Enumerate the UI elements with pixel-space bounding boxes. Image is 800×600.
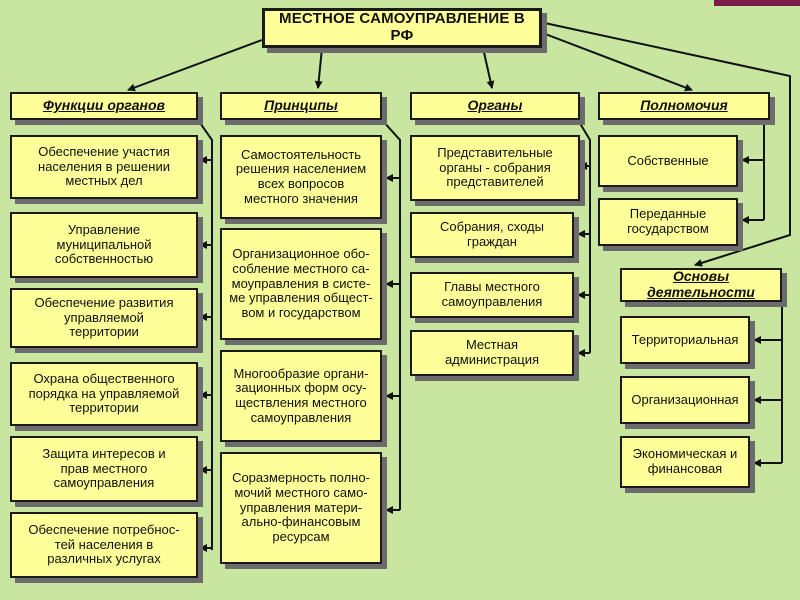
function-item-4: Охрана общественного порядка на управляе… (10, 362, 198, 426)
corner-accent-strip (714, 0, 800, 6)
function-item-5: Защита интересов и прав местного самоупр… (10, 436, 198, 502)
heading-organs: Органы (410, 92, 580, 120)
organ-item-1: Представительные органы - собрания предс… (410, 135, 580, 201)
principle-item-3: Многообразие органи- зационных форм осу-… (220, 350, 382, 442)
foundation-item-1: Территориальная (620, 316, 750, 364)
arrow-title-to-powers (539, 31, 693, 92)
arrow-title-to-organs (482, 47, 495, 89)
diagram-title: МЕСТНОЕ САМОУПРАВЛЕНИЕ В РФ (262, 8, 542, 48)
heading-powers: Полномочия (598, 92, 770, 120)
heading-principles: Принципы (220, 92, 382, 120)
organ-item-4: Местная администрация (410, 330, 574, 376)
principle-item-2: Организационное обо- собление местного с… (220, 228, 382, 340)
principle-item-4: Соразмерность полно- мочий местного само… (220, 452, 382, 564)
principle-item-1: Самостоятельность решения населением все… (220, 135, 382, 219)
principles-bus (381, 119, 401, 510)
function-item-1: Обеспечение участия населения в решении … (10, 135, 198, 199)
function-item-6: Обеспечение потребнос- тей населения в р… (10, 512, 198, 578)
power-item-2: Переданные государством (598, 198, 738, 246)
organ-item-3: Главы местного самоуправления (410, 272, 574, 318)
heading-functions: Функции органов (10, 92, 198, 120)
arrow-title-to-functions (127, 39, 263, 92)
foundation-item-2: Организационная (620, 376, 750, 424)
function-item-2: Управление муниципальной собственностью (10, 212, 198, 278)
function-item-3: Обеспечение развития управляемой террито… (10, 288, 198, 348)
heading-foundations: Основы деятельности (620, 268, 782, 302)
power-item-1: Собственные (598, 135, 738, 187)
foundation-item-3: Экономическая и финансовая (620, 436, 750, 488)
functions-bus (197, 119, 213, 550)
organ-item-2: Собрания, сходы граждан (410, 212, 574, 258)
arrow-title-to-principles (314, 47, 323, 89)
